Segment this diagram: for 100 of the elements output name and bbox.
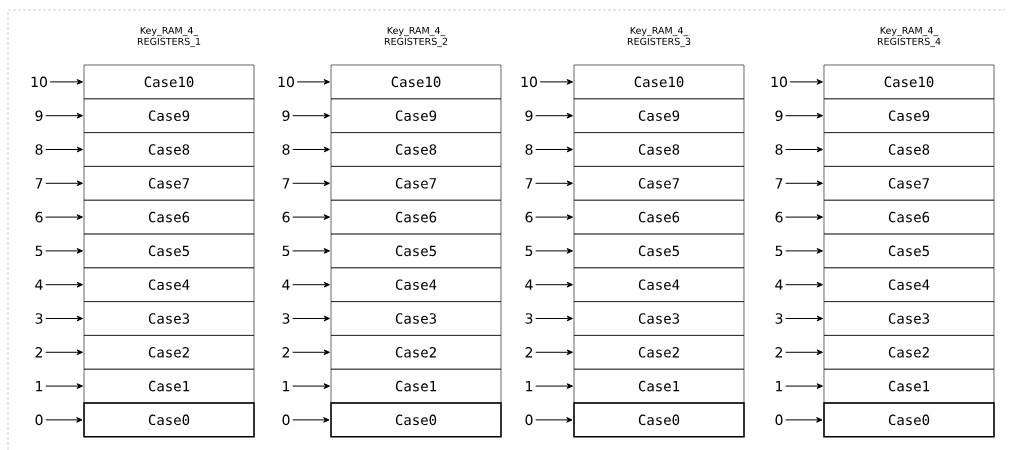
index-number: 2	[775, 347, 783, 358]
arrow	[292, 417, 330, 423]
register-cell: Case0	[573, 402, 745, 438]
index-number: 6	[282, 211, 290, 223]
index-number: 0	[775, 414, 783, 426]
arrow	[292, 248, 330, 254]
arrow	[49, 79, 83, 85]
index-number: 7	[35, 178, 43, 189]
arrow	[292, 214, 330, 220]
register-cell: Case5	[573, 233, 745, 269]
index-number: 2	[282, 347, 290, 358]
arrow	[292, 315, 330, 322]
register-cell: Case1	[823, 368, 995, 404]
index-number: 2	[525, 347, 533, 358]
index-number: 5	[775, 245, 783, 257]
index-number: 3	[525, 313, 533, 324]
arrow	[45, 214, 83, 220]
arrow	[45, 417, 83, 423]
arrow	[292, 180, 330, 187]
index-number: 1	[283, 381, 290, 392]
register-cell: Case9	[573, 98, 745, 133]
index-number: 8	[282, 144, 290, 155]
register-cell: Case6	[823, 199, 995, 235]
index-number: 7	[282, 178, 290, 189]
register-cell: Case5	[330, 233, 502, 269]
index-number: 8	[35, 144, 43, 155]
arrow	[785, 146, 823, 153]
arrow	[785, 214, 823, 220]
arrow	[535, 383, 573, 389]
register-cell: Case5	[83, 233, 255, 269]
arrow	[535, 349, 573, 356]
arrow	[292, 349, 330, 356]
register-cell: Case1	[573, 368, 745, 404]
register-cell: Case8	[823, 132, 995, 167]
arrow	[45, 180, 83, 187]
register-cell: Case7	[573, 166, 745, 201]
register-cell: Case2	[83, 335, 255, 370]
register-cell: Case4	[823, 267, 995, 302]
arrow	[785, 383, 823, 389]
arrow	[535, 112, 573, 119]
index-number: 5	[525, 245, 533, 257]
column-heading: Key_RAM_4_ REGISTERS_2	[384, 26, 448, 48]
arrow	[45, 281, 83, 288]
register-cell: Case3	[823, 301, 995, 336]
register-cell: Case10	[83, 64, 255, 100]
arrow	[292, 146, 330, 153]
arrow	[45, 248, 83, 254]
register-cell: Case7	[83, 166, 255, 201]
register-cell: Case0	[330, 402, 502, 438]
register-cell: Case9	[330, 98, 502, 133]
register-cell: Case3	[83, 301, 255, 336]
index-number: 4	[775, 279, 783, 290]
index-number: 6	[775, 211, 783, 223]
index-number: 4	[35, 279, 43, 290]
register-cell: Case10	[573, 64, 745, 100]
arrow	[535, 248, 573, 254]
index-number: 8	[525, 144, 533, 155]
index-number: 2	[35, 347, 43, 358]
index-number: 1	[526, 381, 533, 392]
arrow	[535, 180, 573, 187]
arrow	[785, 315, 823, 322]
register-cell: Case2	[573, 335, 745, 370]
register-cell: Case10	[330, 64, 502, 100]
column-heading: Key_RAM_4_ REGISTERS_3	[627, 26, 691, 48]
arrow	[785, 281, 823, 288]
arrow	[785, 180, 823, 187]
index-number: 3	[282, 313, 290, 324]
arrow	[535, 315, 573, 322]
register-cell: Case9	[823, 98, 995, 133]
index-number: 3	[35, 313, 43, 324]
index-number: 0	[35, 414, 43, 426]
register-cell: Case4	[330, 267, 502, 302]
register-cell: Case6	[330, 199, 502, 235]
index-number: 9	[35, 110, 43, 121]
register-cell: Case8	[573, 132, 745, 167]
index-number: 9	[775, 110, 783, 121]
index-number: 0	[282, 414, 290, 426]
register-cell: Case2	[823, 335, 995, 370]
arrow	[785, 248, 823, 254]
arrow	[45, 112, 83, 119]
register-cell: Case2	[330, 335, 502, 370]
arrow	[535, 281, 573, 288]
index-number: 3	[775, 313, 783, 324]
index-number: 6	[525, 211, 533, 223]
arrow	[45, 315, 83, 322]
index-number: 10	[521, 76, 537, 88]
index-number: 5	[282, 245, 290, 257]
arrow	[45, 349, 83, 356]
arrow	[296, 79, 330, 85]
arrow	[292, 281, 330, 288]
index-number: 9	[282, 110, 290, 121]
index-number: 10	[31, 76, 47, 88]
index-number: 10	[771, 76, 787, 88]
arrow	[785, 417, 823, 423]
register-cell: Case3	[573, 301, 745, 336]
register-cell: Case10	[823, 64, 995, 100]
index-number: 6	[35, 211, 43, 223]
register-cell: Case4	[573, 267, 745, 302]
arrow	[789, 79, 823, 85]
arrow	[539, 79, 573, 85]
